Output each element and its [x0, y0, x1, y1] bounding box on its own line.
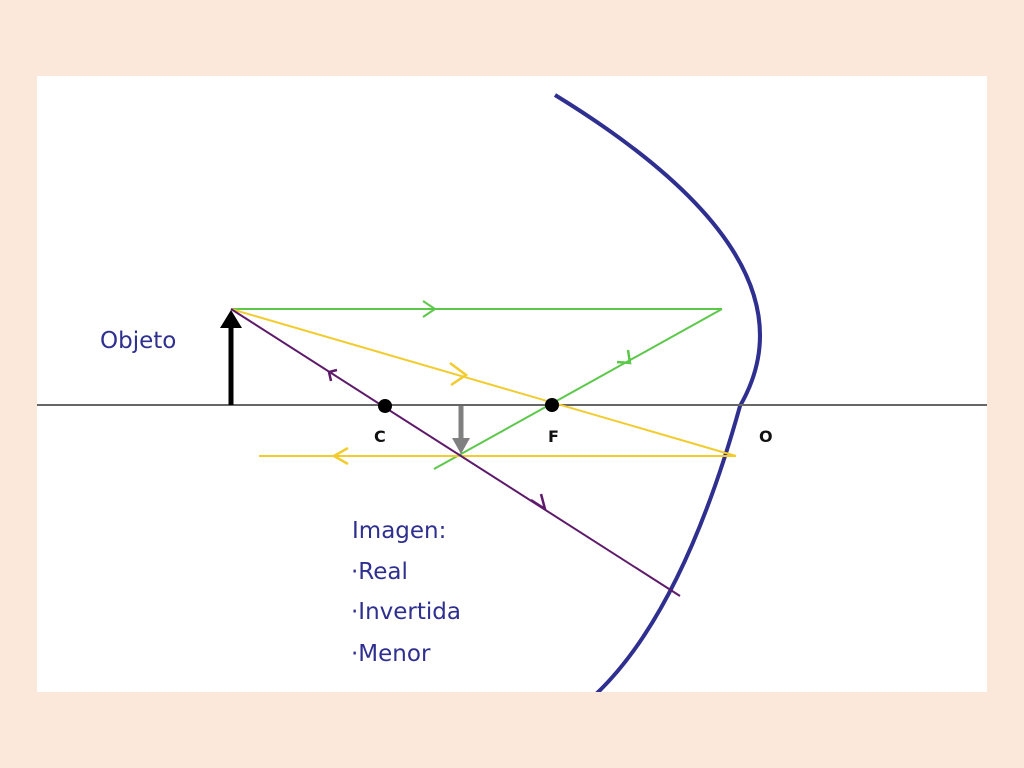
image-property-menor: ·Menor	[351, 641, 431, 667]
ray-focal	[230, 308, 737, 466]
object-label: Objeto	[100, 328, 176, 354]
focus-point	[545, 398, 559, 412]
ray-parallel-arrow-reflected	[616, 349, 632, 365]
diagram-panel: C F O Objeto Imagen: ·Real ·Invertida ·M…	[37, 76, 987, 692]
ray-center-arrow-incident	[530, 493, 548, 512]
image-property-invertida: ·Invertida	[351, 599, 461, 625]
concave-mirror-diagram: C F O Objeto Imagen: ·Real ·Invertida ·M…	[37, 93, 987, 692]
ray-focal-arrow-incident	[449, 362, 469, 387]
center-label: C	[374, 427, 386, 446]
image-property-real: ·Real	[351, 559, 408, 585]
ray-parallel-arrow-incident	[422, 300, 437, 318]
object-arrow	[220, 310, 242, 405]
image-properties: Imagen: ·Real ·Invertida ·Menor	[351, 518, 461, 667]
center-point	[378, 399, 392, 413]
image-arrow	[452, 406, 470, 454]
vertex-label: O	[759, 427, 773, 446]
ray-center-arrow-reflected	[327, 368, 338, 382]
ray-focal-arrow-reflected	[331, 446, 349, 466]
concave-mirror	[553, 93, 762, 692]
ray-center	[230, 308, 681, 597]
focus-label: F	[548, 427, 559, 446]
ray-parallel	[231, 300, 723, 470]
image-title: Imagen:	[352, 518, 446, 544]
